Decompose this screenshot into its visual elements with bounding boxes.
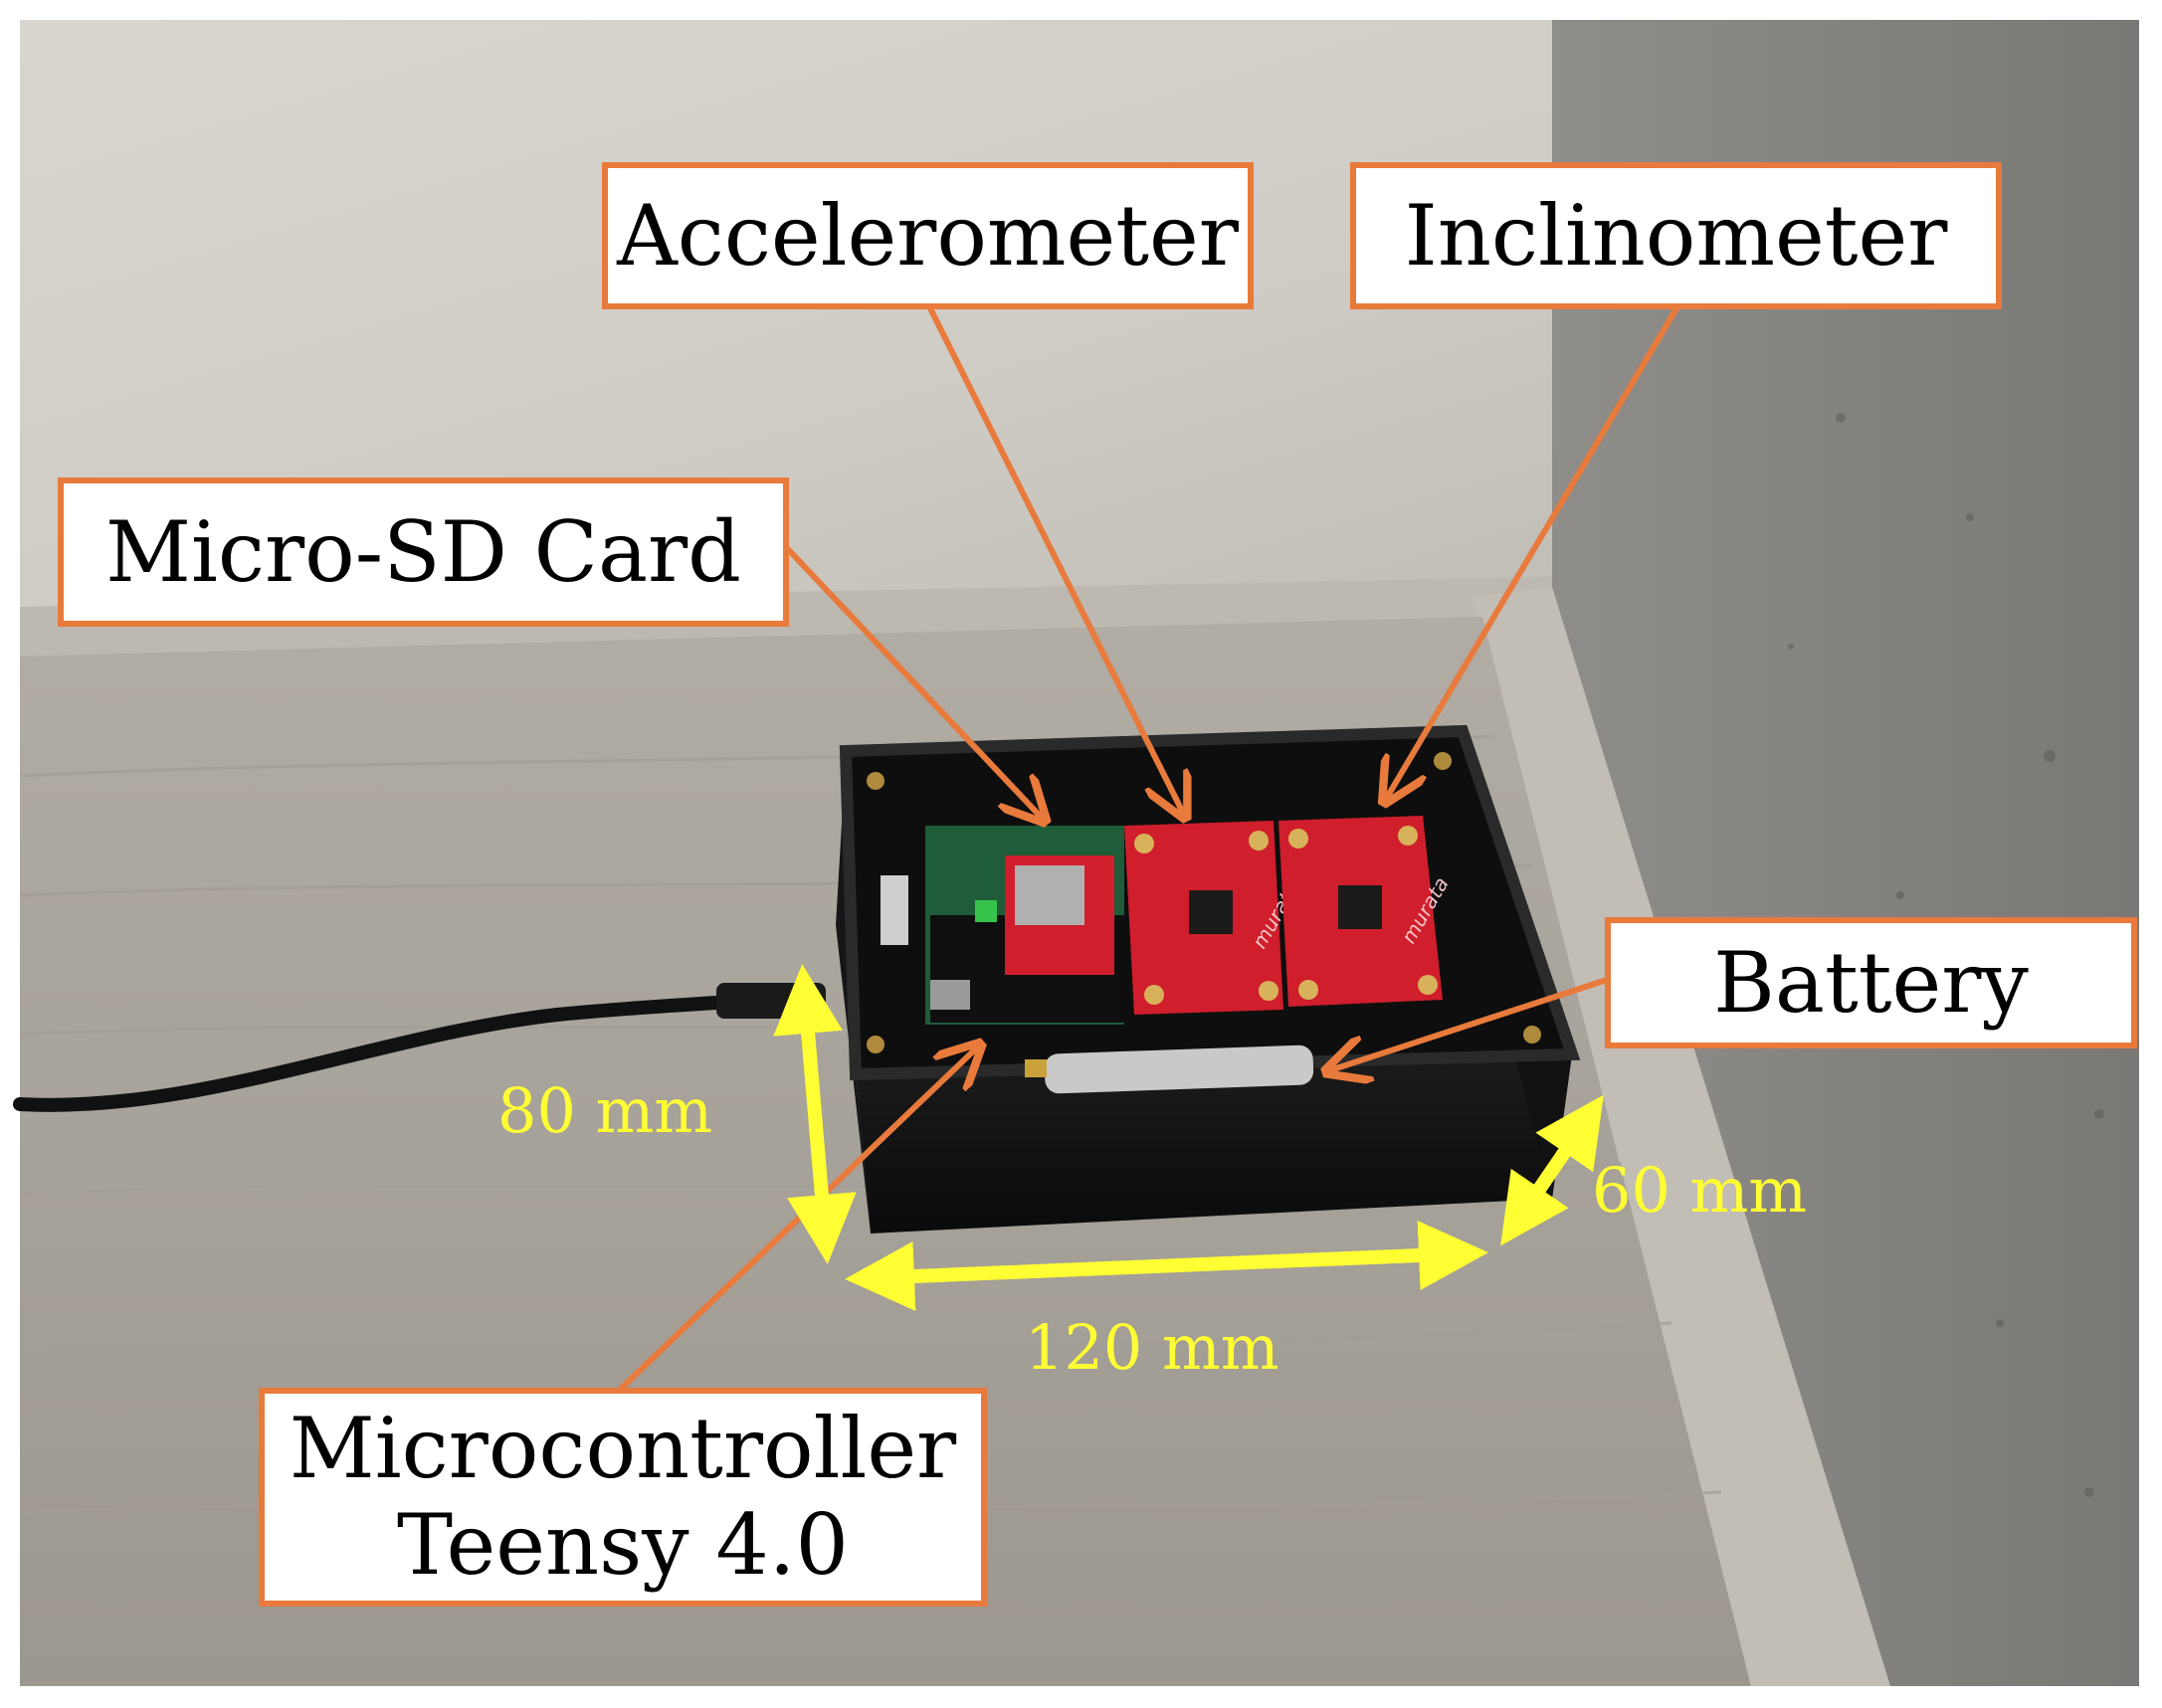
micro-sd-module — [1005, 855, 1114, 975]
status-led — [975, 900, 997, 922]
mount-hole-icon — [1288, 829, 1308, 849]
leader-lines — [619, 305, 1679, 1391]
box-front — [856, 1054, 1572, 1234]
usb-port — [930, 980, 970, 1010]
screw-icon — [867, 772, 884, 790]
leader-accelerometer — [927, 305, 1182, 811]
leader-battery — [1333, 977, 1610, 1069]
mount-hole-icon — [1418, 975, 1438, 995]
inclinometer-chip — [1338, 885, 1382, 929]
mount-hole-icon — [1298, 980, 1318, 1000]
screw-icon — [1434, 752, 1452, 770]
leader-micro-sd — [783, 544, 1040, 816]
inclinometer-board: murata — [1278, 816, 1454, 1007]
width-arrow — [845, 1221, 1488, 1311]
battery-tab — [1025, 1059, 1047, 1077]
mount-hole-icon — [1144, 985, 1164, 1005]
toggle-switch — [881, 875, 908, 945]
sd-card-slot — [1015, 865, 1084, 925]
battery-cell — [1025, 1044, 1314, 1094]
height-arrow — [773, 964, 857, 1264]
baseboard-right — [1473, 587, 1890, 1686]
leader-inclinometer — [1388, 305, 1679, 796]
accelerometer-board: murata — [1124, 821, 1304, 1015]
mount-hole-icon — [1249, 831, 1269, 851]
accelerometer-chip — [1189, 890, 1233, 934]
mount-hole-icon — [1398, 826, 1418, 846]
screw-icon — [867, 1036, 884, 1053]
depth-arrow — [1500, 1094, 1604, 1246]
mount-hole-icon — [1259, 981, 1278, 1001]
screw-icon — [1523, 1026, 1541, 1044]
dimension-arrows — [773, 964, 1604, 1311]
mount-hole-icon — [1134, 834, 1154, 854]
right-wall — [1552, 20, 2139, 1686]
